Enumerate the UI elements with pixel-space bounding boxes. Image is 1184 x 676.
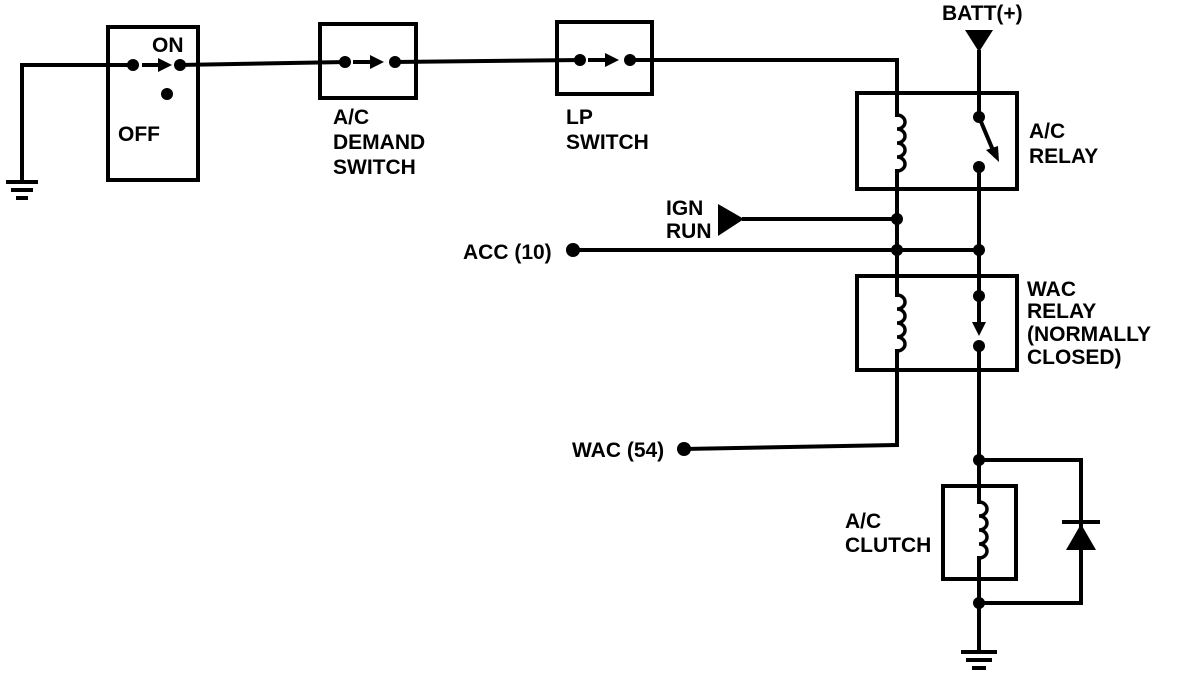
bottom-ground: [961, 650, 997, 670]
ac-relay-label-2: RELAY: [1029, 145, 1098, 168]
wac-label: WAC (54): [572, 439, 664, 462]
left-ground: [6, 63, 38, 200]
lp-switch-label-2: SWITCH: [566, 131, 649, 154]
acc-input: ACC (10): [463, 241, 985, 298]
wac-output: WAC (54): [572, 439, 900, 462]
batt-label: BATT(+): [942, 2, 1023, 25]
ac-clutch-label-1: A/C: [845, 510, 881, 533]
demand-switch-label-2: DEMAND: [333, 131, 425, 154]
lp-switch: LP SWITCH: [555, 20, 654, 154]
ac-clutch-label-2: CLUTCH: [845, 534, 931, 557]
wac-relay: WAC RELAY (NORMALLY CLOSED): [855, 274, 1151, 462]
acc-label: ACC (10): [463, 241, 552, 264]
ac-relay: A/C RELAY: [855, 91, 1098, 251]
off-label: OFF: [118, 123, 160, 146]
wac-relay-label-4: CLOSED): [1027, 346, 1122, 369]
demand-switch-label-3: SWITCH: [333, 156, 416, 179]
battery-terminal: BATT(+): [942, 2, 1023, 114]
ac-demand-switch: A/C DEMAND SWITCH: [318, 22, 425, 179]
ign-label: IGN: [666, 197, 703, 220]
wac-relay-label-1: WAC: [1027, 278, 1076, 301]
ac-clutch: A/C CLUTCH: [845, 454, 1100, 652]
ign-run-input: IGN RUN: [666, 197, 899, 243]
run-label: RUN: [666, 220, 712, 243]
lp-switch-label-1: LP: [566, 106, 593, 129]
ac-relay-label-1: A/C: [1029, 120, 1065, 143]
top-wire: [20, 57, 899, 117]
master-switch: ON OFF: [106, 25, 200, 182]
wac-relay-label-3: (NORMALLY: [1027, 323, 1151, 346]
wac-relay-label-2: RELAY: [1027, 300, 1096, 323]
on-label: ON: [152, 34, 184, 57]
demand-switch-label-1: A/C: [333, 106, 369, 129]
